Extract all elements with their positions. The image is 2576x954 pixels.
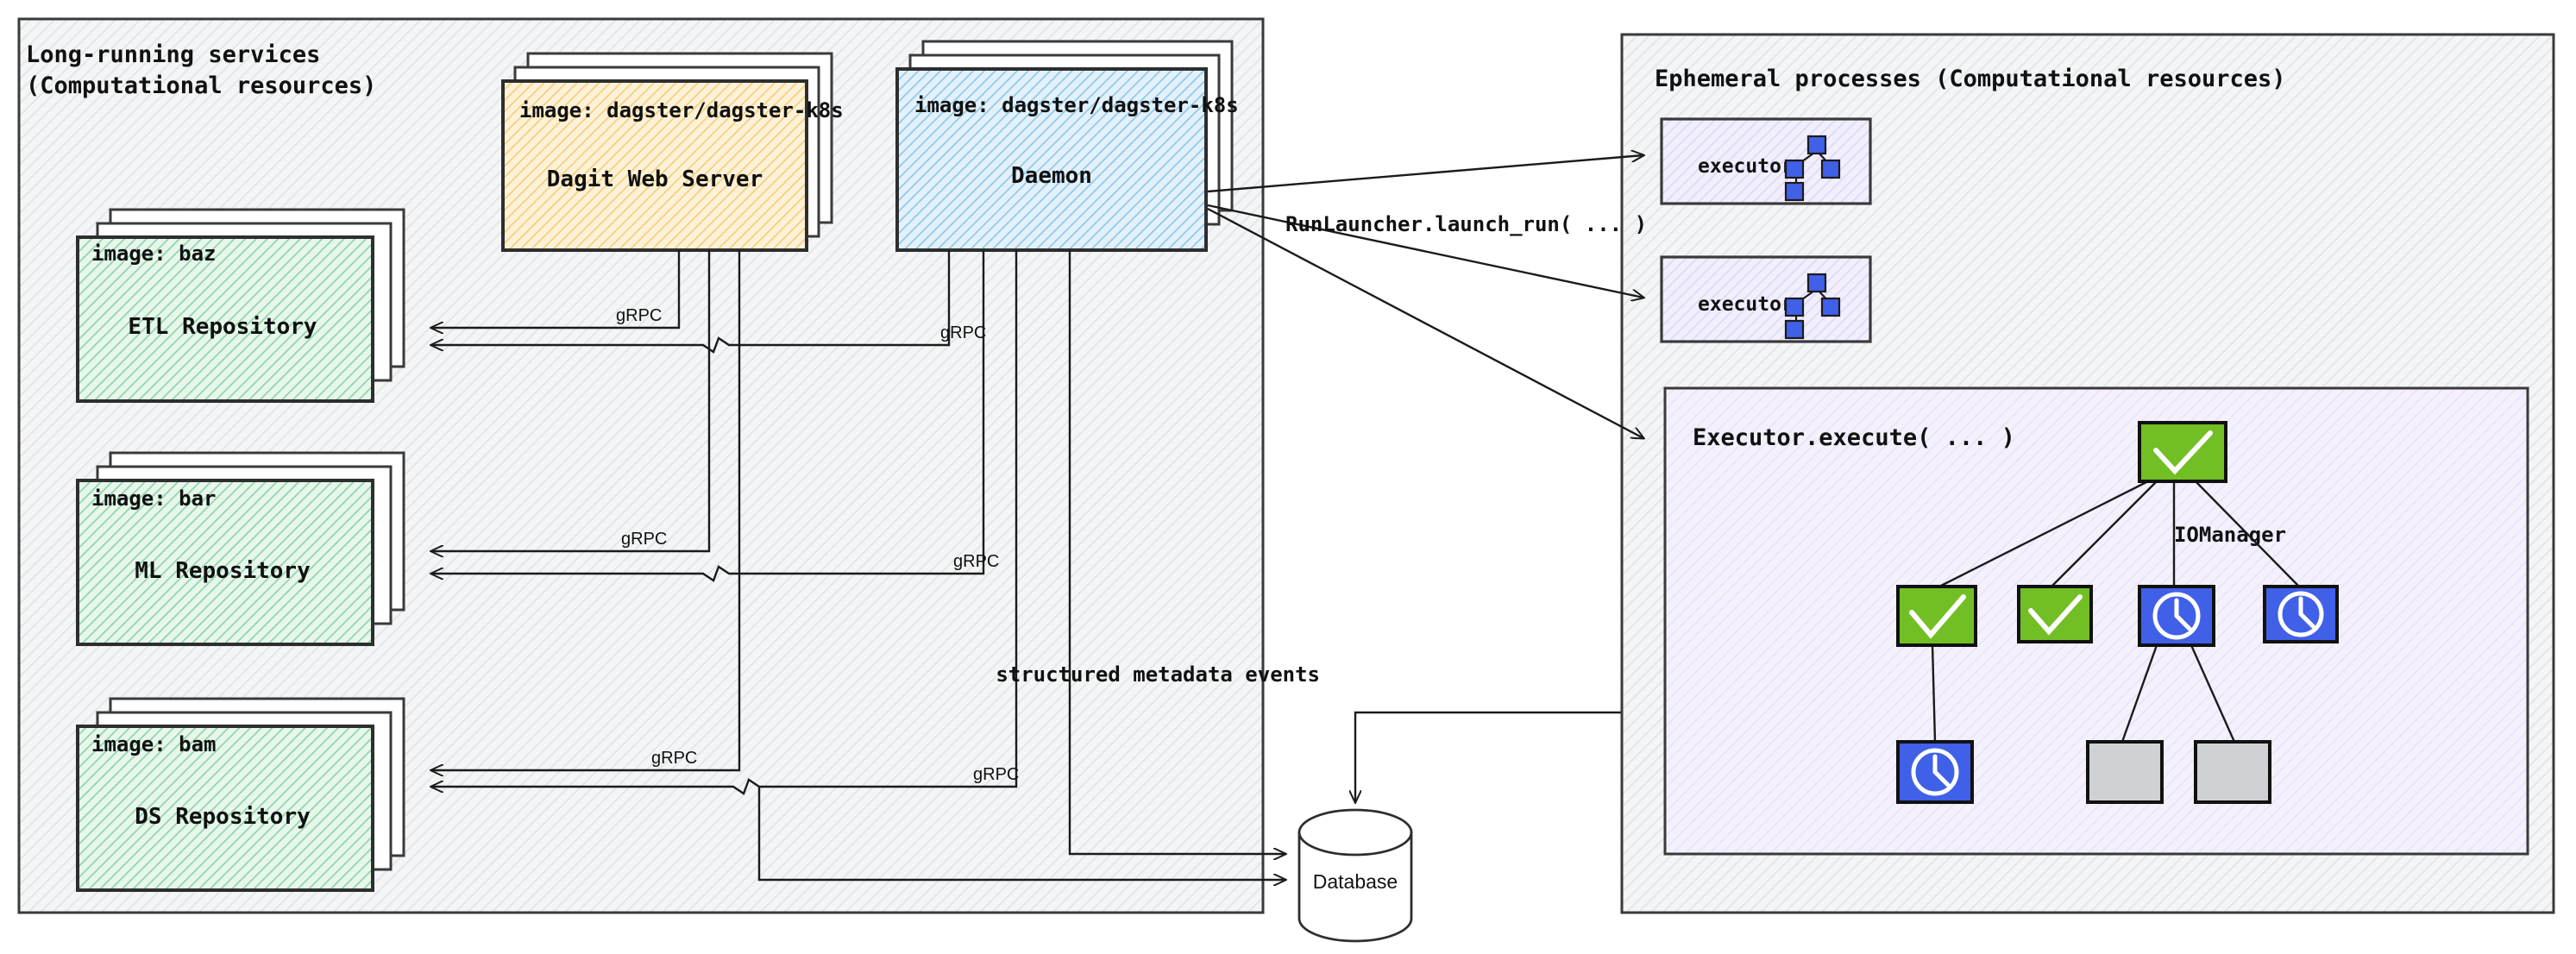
run-launcher-edges: [1207, 155, 1643, 438]
dag-node-idle: [2194, 740, 2271, 804]
etl-image-label: image: baz: [91, 242, 217, 266]
grpc-label: gRPC: [940, 323, 986, 342]
etl-name-label: ETL Repository: [128, 314, 317, 340]
dag-graph-icon: [1784, 135, 1841, 202]
database-cylinder[interactable]: Database: [1297, 808, 1413, 943]
grpc-label: gRPC: [953, 552, 999, 571]
dag-node-success: [2138, 421, 2227, 483]
executor-execute-label: Executor.execute( ... ): [1693, 424, 2015, 451]
dag-node-pending: [1896, 740, 1974, 804]
database-connections: [757, 250, 1285, 880]
daemon-image-label: image: dagster/dagster-k8s: [914, 93, 1239, 117]
ml-name-label: ML Repository: [135, 558, 311, 584]
dag-node-success: [1896, 585, 1977, 647]
repository-ds[interactable]: image: bam DS Repository: [76, 697, 405, 892]
ds-name-label: DS Repository: [135, 804, 311, 830]
grpc-labels: gRPC gRPC gRPC gRPC gRPC gRPC: [616, 306, 1019, 784]
dag-nodes: [1896, 421, 2339, 804]
grpc-label: gRPC: [651, 749, 697, 768]
dag-edges: [1931, 480, 2300, 743]
dag-node-pending: [2263, 585, 2339, 643]
executor-box-2[interactable]: executor: [1660, 255, 1872, 343]
grpc-connections: [431, 250, 1018, 795]
panel-ephemeral-label: Ephemeral processes (Computational resou…: [1655, 66, 2286, 92]
panel-long-running-label-line2: (Computational resources): [26, 72, 376, 99]
service-dagit-web-server[interactable]: image: dagster/dagster-k8s Dagit Web Ser…: [501, 52, 844, 252]
dag-node-success: [2017, 585, 2093, 643]
repository-etl[interactable]: image: baz ETL Repository: [76, 208, 405, 403]
structured-metadata-label: structured metadata events: [996, 662, 1320, 687]
ml-image-label: image: bar: [91, 486, 217, 511]
executor-label: executor: [1698, 155, 1794, 178]
repository-ml[interactable]: image: bar ML Repository: [76, 451, 405, 646]
grpc-label: gRPC: [621, 530, 667, 549]
grpc-label: gRPC: [973, 765, 1019, 784]
dagit-image-label: image: dagster/dagster-k8s: [519, 98, 844, 122]
run-launcher-label: RunLauncher.launch_run( ... ): [1285, 212, 1647, 236]
iomanager-label: IOManager: [2174, 523, 2286, 547]
service-daemon[interactable]: image: dagster/dagster-k8s Daemon: [895, 40, 1239, 252]
executor-box-1[interactable]: executor: [1660, 117, 1872, 205]
ds-image-label: image: bam: [91, 732, 217, 756]
database-label: Database: [1313, 870, 1398, 893]
panel-long-running-label-line1: Long-running services: [26, 41, 320, 68]
daemon-name-label: Daemon: [1011, 163, 1092, 189]
grpc-label: gRPC: [616, 306, 662, 325]
executor-label: executor: [1698, 293, 1794, 316]
dag-node-pending: [2138, 585, 2215, 647]
dag-graph-icon: [1784, 273, 1841, 340]
dag-node-idle: [2086, 740, 2164, 804]
dagit-name-label: Dagit Web Server: [547, 166, 763, 192]
